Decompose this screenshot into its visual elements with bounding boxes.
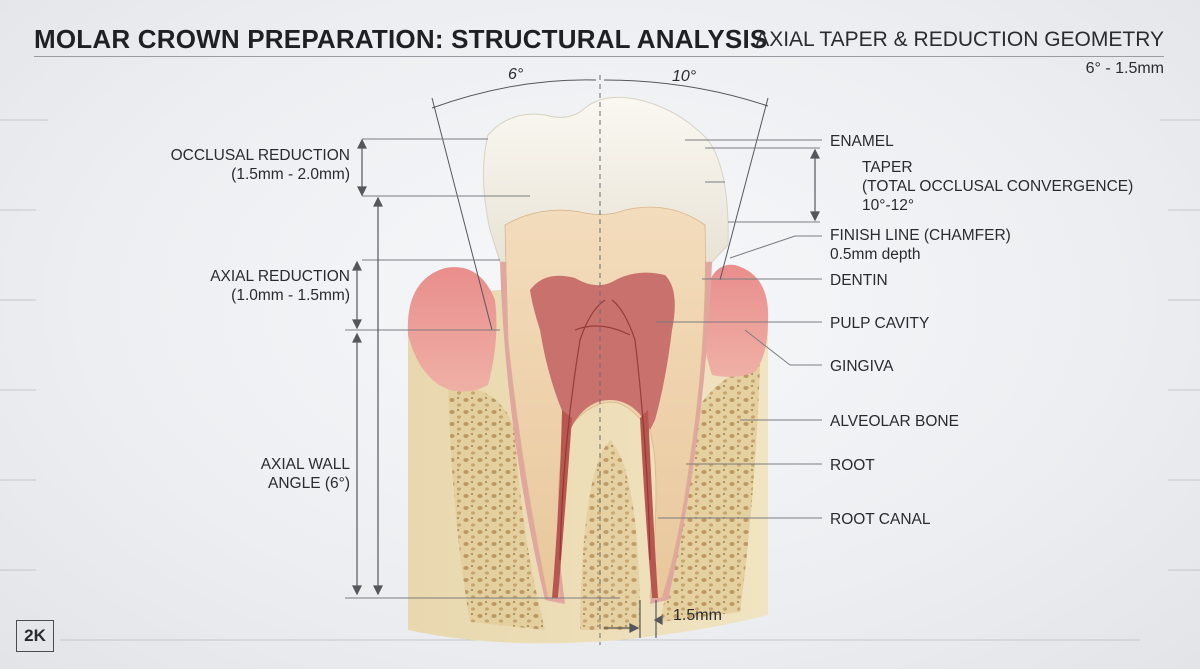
label-alveolar-bone: ALVEOLAR BONE [830,413,959,430]
label-root: ROOT [830,457,875,474]
resolution-badge: 2K [16,620,54,652]
finish-line-title: FINISH LINE (CHAMFER) [830,227,1011,244]
axial-wall-angle-value: ANGLE (6°) [268,475,350,492]
axial-reduction-value: (1.0mm - 1.5mm) [231,287,350,304]
gingiva-left [407,267,497,392]
dimension-arrows [352,138,820,638]
pulp-vessels [559,299,651,561]
occlusal-reduction-value: (1.5mm - 2.0mm) [231,166,350,183]
occlusal-reduction-title: OCCLUSAL REDUCTION [170,147,350,164]
label-taper: TAPER (TOTAL OCCLUSAL CONVERGENCE) 10°-1… [862,158,1133,215]
alveolar-bone-interradicular [580,440,640,630]
label-gingiva: GINGIVA [830,358,894,375]
alveolar-bone-right [660,365,760,622]
page-title: MOLAR CROWN PREPARATION: STRUCTURAL ANAL… [34,24,768,54]
taper-value: 10°-12° [862,197,915,214]
label-root-canal: ROOT CANAL [830,511,931,528]
label-occlusal-reduction: OCCLUSAL REDUCTION (1.5mm - 2.0mm) [171,146,350,184]
alveolar-bone-left [448,385,545,630]
taper-angle-arcs [431,79,769,331]
finish-line-value: 0.5mm depth [830,246,921,263]
pulp-chamber [530,272,675,430]
label-dentin: DENTIN [830,272,888,289]
taper-description: (TOTAL OCCLUSAL CONVERGENCE) [862,178,1134,195]
root-canal-right [640,410,658,598]
bottom-measure-label: 1.5mm [673,607,722,624]
label-finish-line: FINISH LINE (CHAMFER) 0.5mm depth [830,226,1011,264]
page-subtitle: AXIAL TAPER & REDUCTION GEOMETRY [755,28,1164,51]
header-divider [34,56,1164,57]
label-enamel: ENAMEL [830,133,894,150]
gingiva-right [703,264,769,377]
guide-lines [345,138,822,599]
label-axial-wall-angle: AXIAL WALL ANGLE (6°) [261,455,350,493]
angle-left-label: 6° [508,66,524,83]
axial-wall-title: AXIAL WALL [260,456,350,473]
label-axial-reduction: AXIAL REDUCTION (1.0mm - 1.5mm) [210,267,350,305]
axial-reduction-title: AXIAL REDUCTION [210,268,350,285]
taper-title: TAPER [862,159,913,176]
angle-right-label: 10° [672,68,697,85]
range-readout: 6° - 1.5mm [1085,60,1164,77]
label-pulp-cavity: PULP CAVITY [830,315,930,332]
